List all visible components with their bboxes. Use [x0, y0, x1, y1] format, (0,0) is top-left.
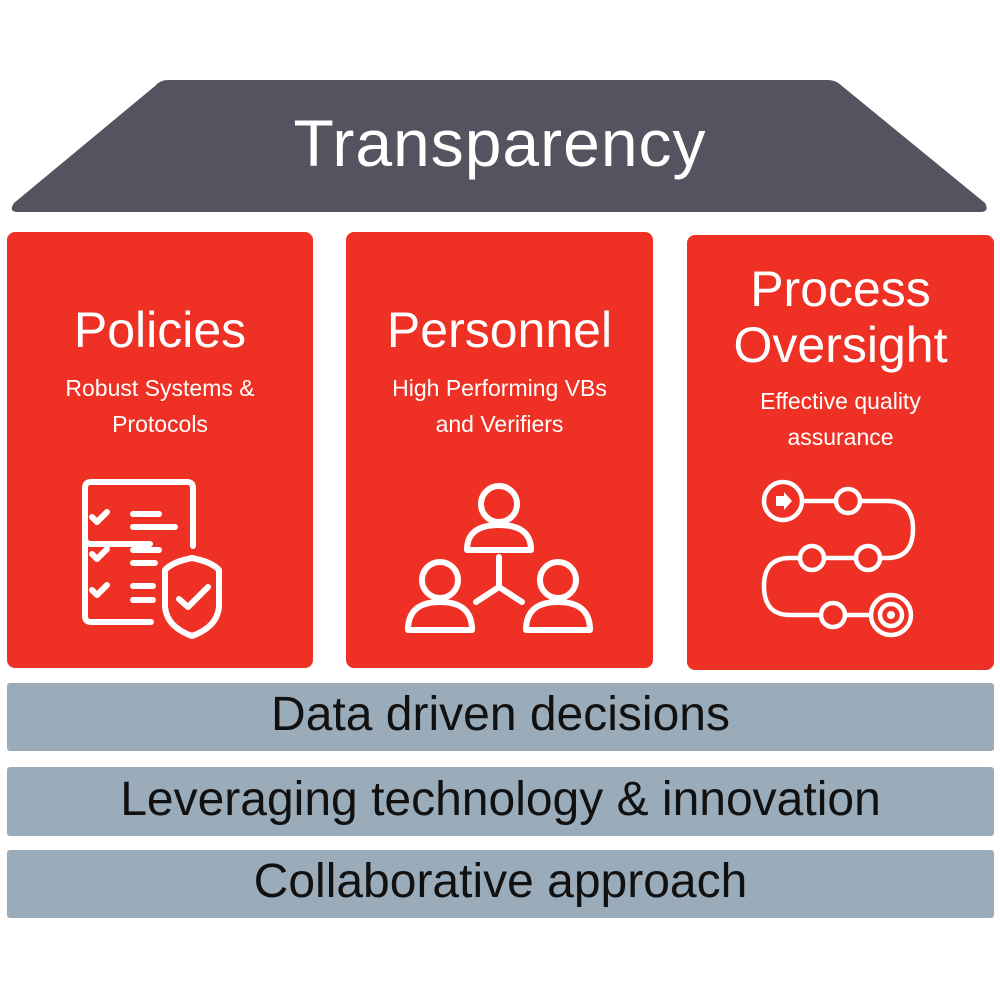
- process-path-icon: [761, 479, 916, 638]
- roof-title: Transparency: [293, 106, 707, 180]
- foundation-leveraging-technology: Leveraging technology & innovation: [7, 767, 994, 836]
- pillar-title: Policies: [73, 302, 247, 358]
- pillar-title: Personnel: [386, 302, 613, 358]
- foundation-collaborative-approach: Collaborative approach: [7, 850, 994, 918]
- pillar-policies: Policies Robust Systems &Protocols: [7, 232, 313, 668]
- team-network-icon: [405, 483, 593, 633]
- foundation-data-driven-decisions: Data driven decisions: [7, 683, 994, 751]
- pillar-subtitle: Robust Systems &Protocols: [65, 375, 255, 437]
- roof: [11, 80, 987, 212]
- checklist-shield-icon: [82, 479, 222, 639]
